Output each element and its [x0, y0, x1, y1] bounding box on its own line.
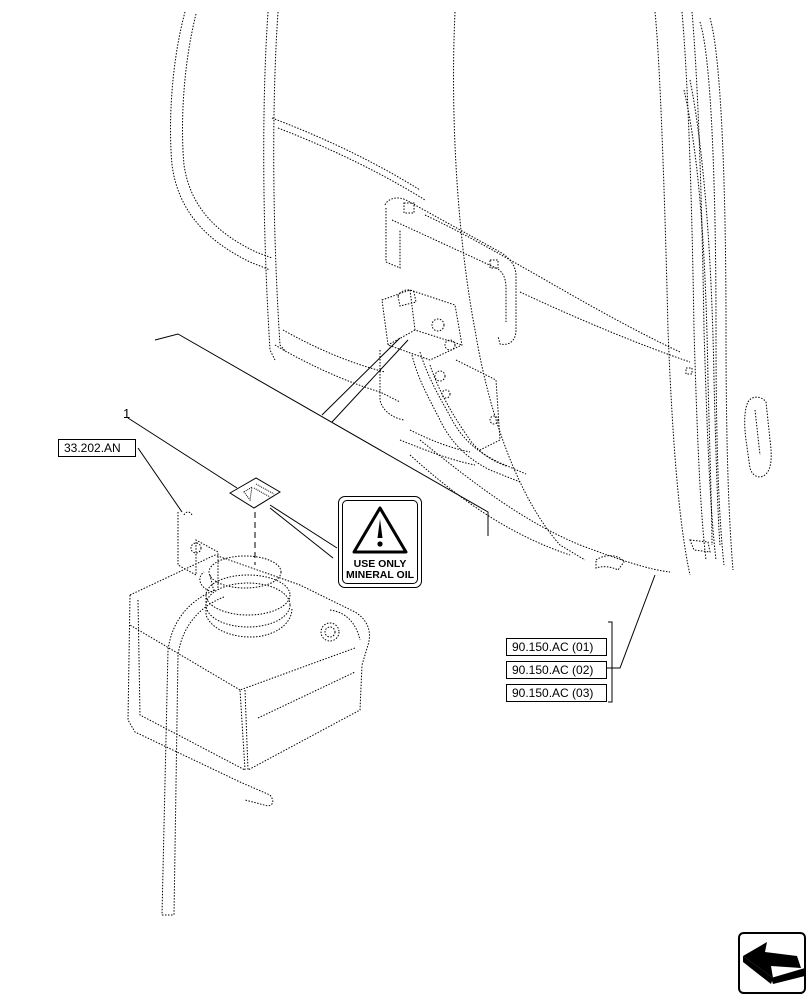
oil-reservoir-tank — [127, 511, 370, 916]
warning-decal: USE ONLY MINERAL OIL — [338, 496, 422, 588]
previous-page-button[interactable] — [737, 932, 807, 994]
previous-page-arrow-icon — [738, 932, 806, 994]
callout-number: 1 — [123, 406, 131, 421]
decal-text: USE ONLY MINERAL OIL — [345, 558, 415, 581]
cab-outline — [170, 11, 772, 576]
reference-label-90-150-ac-01[interactable]: 90.150.AC (01) — [506, 638, 607, 656]
warning-triangle-icon — [352, 506, 408, 554]
reference-label-90-150-ac-03[interactable]: 90.150.AC (03) — [506, 684, 607, 702]
reference-label-90-150-ac-02[interactable]: 90.150.AC (02) — [506, 661, 607, 679]
reference-label-33-202-an[interactable]: 33.202.AN — [58, 439, 136, 457]
leader-lines — [127, 333, 656, 703]
decal-on-tank — [229, 477, 281, 509]
valve-bracket-assembly — [379, 197, 527, 483]
